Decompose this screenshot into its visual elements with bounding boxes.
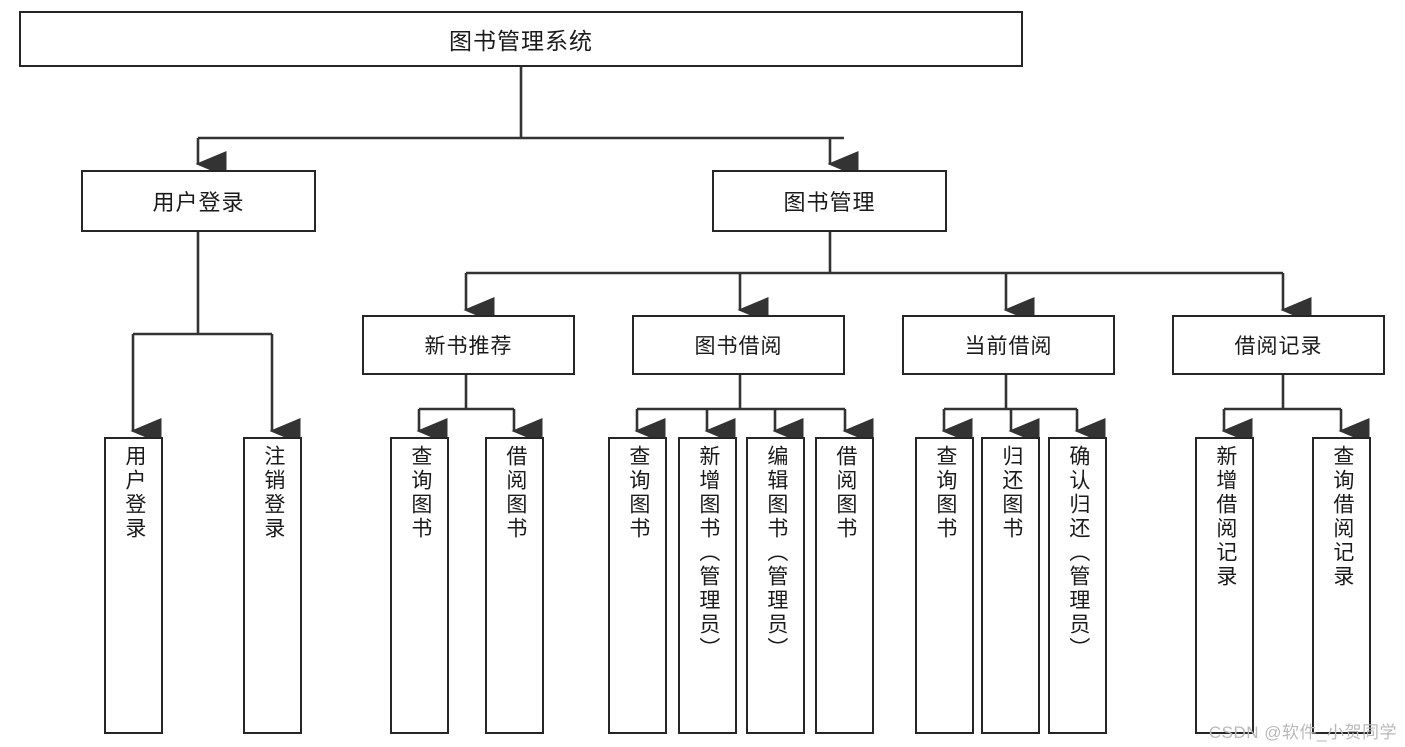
leaf-new-book-1[interactable]: 查询图书 bbox=[390, 437, 449, 734]
leaf-label: 确认归还（管理员） bbox=[1066, 445, 1090, 661]
leaf-label: 借阅图书 bbox=[833, 445, 857, 541]
leaf-current-borrow-1[interactable]: 查询图书 bbox=[915, 437, 974, 734]
node-root-label: 图书管理系统 bbox=[449, 28, 593, 54]
node-book-manage-label: 图书管理 bbox=[783, 190, 876, 215]
leaf-label: 用户登录 bbox=[122, 445, 146, 541]
node-borrow-records[interactable]: 借阅记录 bbox=[1172, 315, 1385, 375]
node-current-borrow[interactable]: 当前借阅 bbox=[902, 315, 1115, 375]
leaf-label: 新增借阅记录 bbox=[1213, 445, 1237, 589]
leaf-borrow-records-1[interactable]: 新增借阅记录 bbox=[1195, 437, 1254, 734]
node-user-login-label: 用户登录 bbox=[152, 190, 245, 215]
leaf-label: 查询图书 bbox=[933, 445, 957, 541]
leaf-new-book-2[interactable]: 借阅图书 bbox=[485, 437, 544, 734]
leaf-label: 归还图书 bbox=[999, 445, 1023, 541]
leaf-label: 查询图书 bbox=[626, 445, 650, 541]
leaf-borrow-records-2[interactable]: 查询借阅记录 bbox=[1312, 437, 1371, 734]
leaf-book-borrow-3[interactable]: 编辑图书（管理员） bbox=[746, 437, 805, 734]
leaf-label: 借阅图书 bbox=[503, 445, 527, 541]
node-book-borrow-label: 图书借阅 bbox=[694, 335, 783, 358]
leaf-current-borrow-3[interactable]: 确认归还（管理员） bbox=[1048, 437, 1107, 734]
node-book-manage[interactable]: 图书管理 bbox=[712, 170, 947, 232]
leaf-user-login-2[interactable]: 注销登录 bbox=[243, 437, 302, 734]
leaf-label: 新增图书（管理员） bbox=[696, 445, 720, 661]
node-user-login[interactable]: 用户登录 bbox=[81, 170, 316, 232]
node-new-book-recommend-label: 新书推荐 bbox=[424, 335, 513, 358]
node-book-borrow[interactable]: 图书借阅 bbox=[632, 315, 845, 375]
watermark-text: CSDN @软件_小贺同学 bbox=[1208, 723, 1397, 742]
node-borrow-records-label: 借阅记录 bbox=[1234, 335, 1323, 358]
leaf-label: 注销登录 bbox=[261, 445, 285, 541]
node-new-book-recommend[interactable]: 新书推荐 bbox=[362, 315, 575, 375]
node-current-borrow-label: 当前借阅 bbox=[964, 335, 1053, 358]
leaf-book-borrow-2[interactable]: 新增图书（管理员） bbox=[678, 437, 737, 734]
leaf-label: 查询借阅记录 bbox=[1330, 445, 1354, 589]
node-root[interactable]: 图书管理系统 bbox=[19, 11, 1023, 67]
leaf-book-borrow-1[interactable]: 查询图书 bbox=[608, 437, 667, 734]
leaf-label: 编辑图书（管理员） bbox=[764, 445, 788, 661]
leaf-current-borrow-2[interactable]: 归还图书 bbox=[981, 437, 1040, 734]
leaf-label: 查询图书 bbox=[408, 445, 432, 541]
leaf-book-borrow-4[interactable]: 借阅图书 bbox=[815, 437, 874, 734]
leaf-user-login-1[interactable]: 用户登录 bbox=[104, 437, 163, 734]
